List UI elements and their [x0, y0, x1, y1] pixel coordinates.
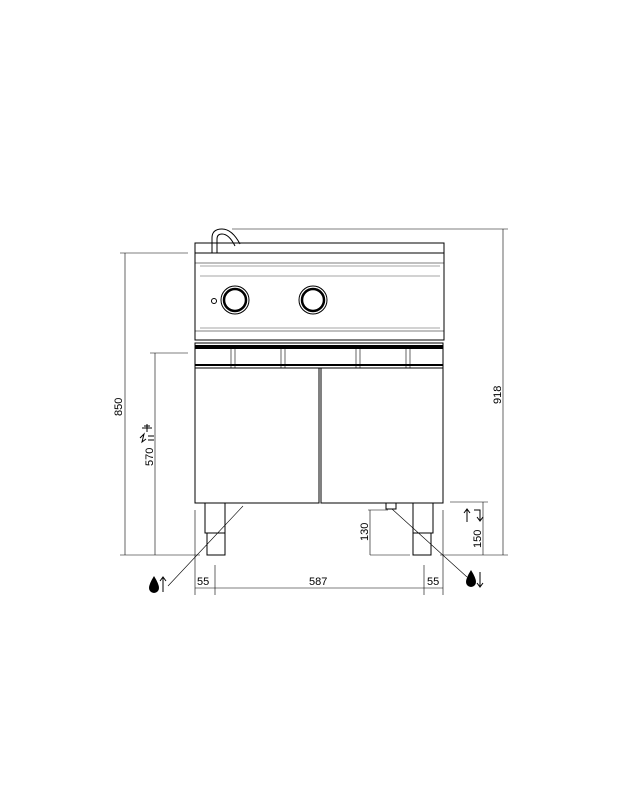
knob-left[interactable]: [220, 285, 250, 315]
drain-icon: [466, 570, 484, 588]
door-right[interactable]: [320, 367, 444, 504]
appliance: [194, 228, 445, 556]
dim-55-left: 55: [197, 576, 209, 588]
equipotential-icon: [463, 508, 484, 522]
knob-right[interactable]: [298, 285, 328, 315]
dim-150: 150: [472, 530, 484, 548]
control-panel: [194, 252, 445, 341]
door-left[interactable]: [194, 367, 320, 504]
indicator-light: [211, 298, 217, 304]
dimension-lines: [120, 228, 508, 595]
dim-918: 918: [492, 386, 504, 404]
dim-850: 850: [113, 398, 125, 416]
dim-587: 587: [309, 576, 327, 588]
dim-55-right: 55: [427, 576, 439, 588]
faucet: [211, 228, 241, 253]
dim-570: 570: [144, 448, 156, 466]
backsplash: [194, 242, 445, 254]
dim-130: 130: [359, 523, 371, 541]
electric-connection-icon: [139, 424, 154, 444]
leg-right: [412, 502, 434, 534]
water-inlet-icon: [149, 576, 167, 593]
drain-outlet: [385, 502, 397, 510]
